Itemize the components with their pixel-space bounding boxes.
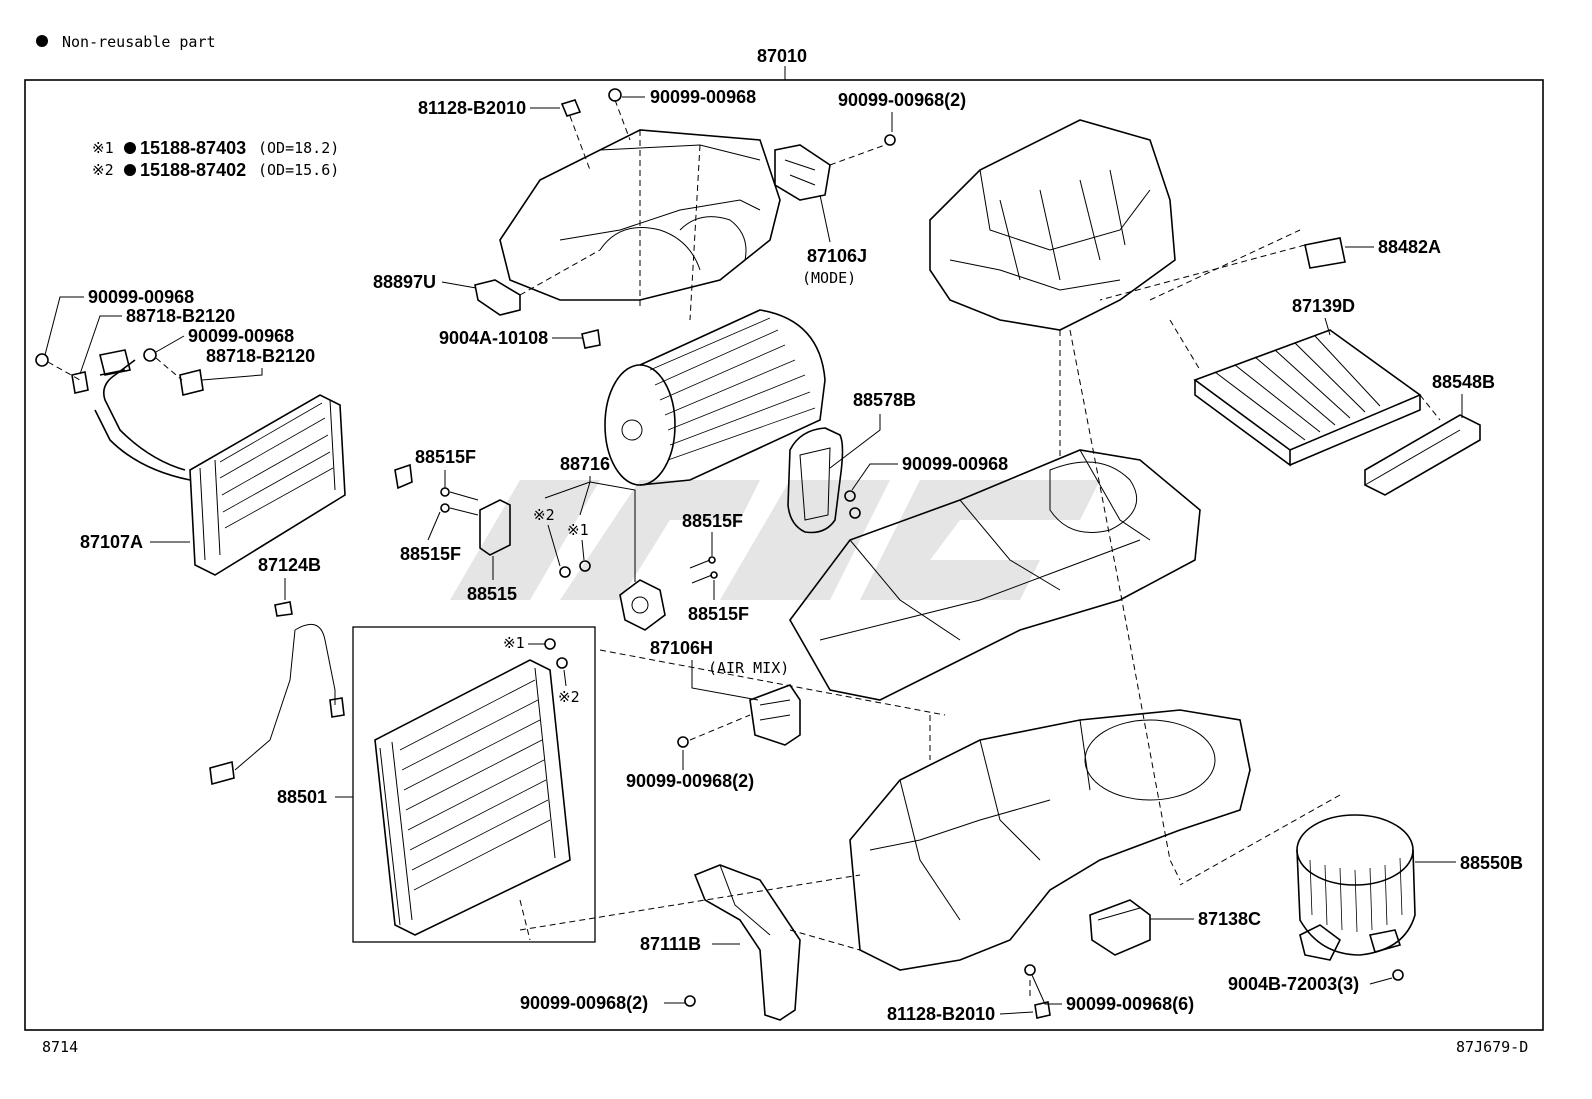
watermark-logo xyxy=(450,480,1100,600)
label-90099-00968-2-top[interactable]: 90099-00968(2) xyxy=(838,90,966,110)
blower-motor-drawing xyxy=(1296,814,1416,981)
label-88515f-c[interactable]: 88515F xyxy=(400,544,461,564)
label-88515f-b[interactable]: 88515F xyxy=(682,511,743,531)
note-2-bullet-icon xyxy=(124,164,136,176)
label-88578b[interactable]: 88578B xyxy=(853,390,916,410)
label-87124b[interactable]: 87124B xyxy=(258,555,321,575)
label-87106h[interactable]: 87106H xyxy=(650,638,713,658)
label-88897u[interactable]: 88897U xyxy=(373,272,436,292)
note-1-part-number[interactable]: 15188-87403 xyxy=(140,138,246,158)
mark-1-evaporator: ※1 xyxy=(503,634,525,652)
heater-core-drawing xyxy=(94,349,346,576)
label-90099-00968-6-bot[interactable]: 90099-00968(6) xyxy=(1066,994,1194,1014)
sensor-87124b-drawing xyxy=(209,601,345,786)
gasket-88578b-drawing xyxy=(787,427,844,534)
label-90099-00968-2-bot[interactable]: 90099-00968(2) xyxy=(520,993,648,1013)
legend-bullet-icon xyxy=(36,35,48,47)
label-88548b[interactable]: 88548B xyxy=(1432,372,1495,392)
upper-case-drawing xyxy=(499,129,781,321)
label-87138c[interactable]: 87138C xyxy=(1198,909,1261,929)
label-88482a[interactable]: 88482A xyxy=(1378,237,1441,257)
label-87106j[interactable]: 87106J xyxy=(807,246,867,266)
mark-1-valve: ※1 xyxy=(567,521,589,539)
label-87106j-sub: (MODE) xyxy=(802,269,856,287)
footer-right-code: 87J679-D xyxy=(1456,1038,1528,1056)
label-87106h-sub: (AIR MIX) xyxy=(708,659,789,677)
expansion-valve-drawing xyxy=(394,463,511,556)
legend-text: Non-reusable part xyxy=(62,33,216,51)
label-90099-00968-mid[interactable]: 90099-00968 xyxy=(902,454,1008,474)
label-88718-b2120-left-2[interactable]: 88718-B2120 xyxy=(206,346,315,366)
label-9004a-10108[interactable]: 9004A-10108 xyxy=(439,328,548,348)
mode-servo-drawing xyxy=(774,134,896,201)
mark-2-valve: ※2 xyxy=(533,506,555,524)
filter-87139d-drawing xyxy=(1169,319,1441,467)
label-81128-b2010-top[interactable]: 81128-B2010 xyxy=(418,98,526,118)
note-1: ※1 15188-87403 (OD=18.2) xyxy=(92,138,339,158)
air-mix-servo-drawing xyxy=(677,684,801,748)
sensor-88897u-drawing xyxy=(474,249,601,316)
block-88716-drawing xyxy=(559,556,718,631)
note-2-mark: ※2 xyxy=(92,161,114,179)
note-1-mark: ※1 xyxy=(92,139,114,157)
note-2-spec: (OD=15.6) xyxy=(258,161,339,179)
label-88718-b2120-left-1[interactable]: 88718-B2120 xyxy=(126,306,235,326)
label-90099-00968-2-mid[interactable]: 90099-00968(2) xyxy=(626,771,754,791)
label-87139d[interactable]: 87139D xyxy=(1292,296,1355,316)
label-87111b[interactable]: 87111B xyxy=(640,934,701,954)
evaporator-drawing xyxy=(374,638,571,936)
assembly-frame xyxy=(24,79,1544,1031)
label-87107a[interactable]: 87107A xyxy=(80,532,143,552)
label-90099-00968-top[interactable]: 90099-00968 xyxy=(650,87,756,107)
label-88515f-d[interactable]: 88515F xyxy=(688,604,749,624)
note-2: ※2 15188-87402 (OD=15.6) xyxy=(92,160,339,180)
note-1-bullet-icon xyxy=(124,142,136,154)
label-88515f-a[interactable]: 88515F xyxy=(415,447,476,467)
label-88550b[interactable]: 88550B xyxy=(1460,853,1523,873)
note-2-part-number[interactable]: 15188-87402 xyxy=(140,160,246,180)
label-90099-00968-left-1[interactable]: 90099-00968 xyxy=(88,287,194,307)
label-88501[interactable]: 88501 xyxy=(277,787,327,807)
note-1-spec: (OD=18.2) xyxy=(258,139,339,157)
label-88515[interactable]: 88515 xyxy=(467,584,517,604)
label-9004b-72003-3[interactable]: 9004B-72003(3) xyxy=(1228,974,1359,994)
label-90099-00968-left-2[interactable]: 90099-00968 xyxy=(188,326,294,346)
label-88716[interactable]: 88716 xyxy=(560,454,610,474)
duct-87111b-drawing xyxy=(693,864,801,1021)
assembly-part-number[interactable]: 87010 xyxy=(757,46,807,66)
evaporator-box xyxy=(352,626,596,943)
footer-left-code: 8714 xyxy=(42,1038,78,1056)
upper-right-case-drawing xyxy=(929,119,1176,331)
lower-case-drawing xyxy=(849,709,1251,971)
label-81128-b2010-bot[interactable]: 81128-B2010 xyxy=(887,1004,995,1024)
blower-cage-drawing xyxy=(604,309,826,486)
central-case-drawing xyxy=(789,449,1201,701)
mark-2-evaporator: ※2 xyxy=(558,688,580,706)
